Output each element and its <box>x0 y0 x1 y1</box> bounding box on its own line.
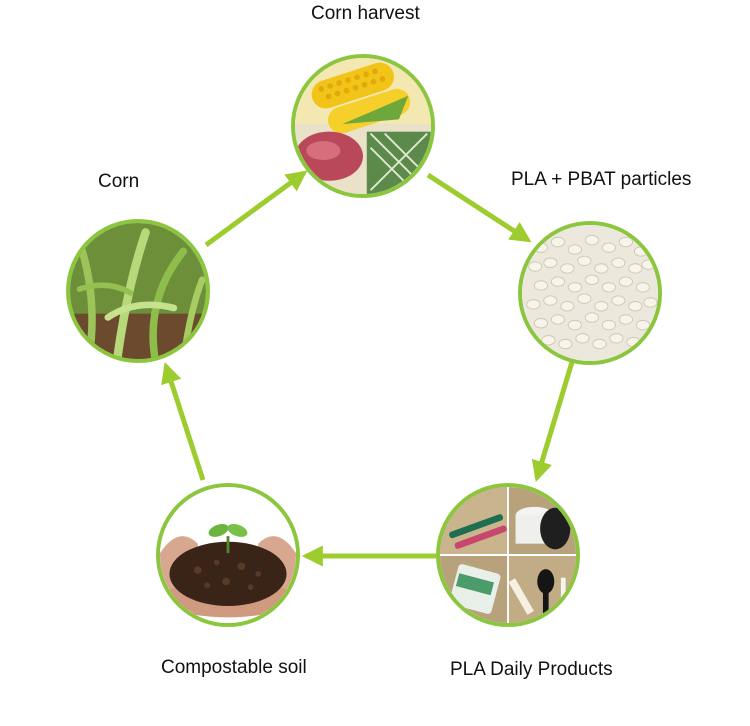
arrow-soil-to-corn <box>161 362 206 481</box>
arrow-harvest-to-particles <box>426 172 532 243</box>
arrow-corn-to-harvest <box>204 170 308 248</box>
corn-plants-photo <box>66 219 210 363</box>
label-compostable-soil: Compostable soil <box>161 657 307 678</box>
label-pla-products: PLA Daily Products <box>450 659 613 680</box>
label-pla-pbat: PLA + PBAT particles <box>511 169 692 190</box>
label-corn-harvest: Corn harvest <box>311 3 420 24</box>
pla-pbat-particles-photo <box>518 221 662 365</box>
pla-daily-products-photo <box>436 483 580 627</box>
arrow-particles-to-products <box>531 361 575 483</box>
label-corn: Corn <box>98 171 140 192</box>
corn-harvest-photo <box>291 54 435 198</box>
compostable-soil-photo <box>156 483 300 627</box>
